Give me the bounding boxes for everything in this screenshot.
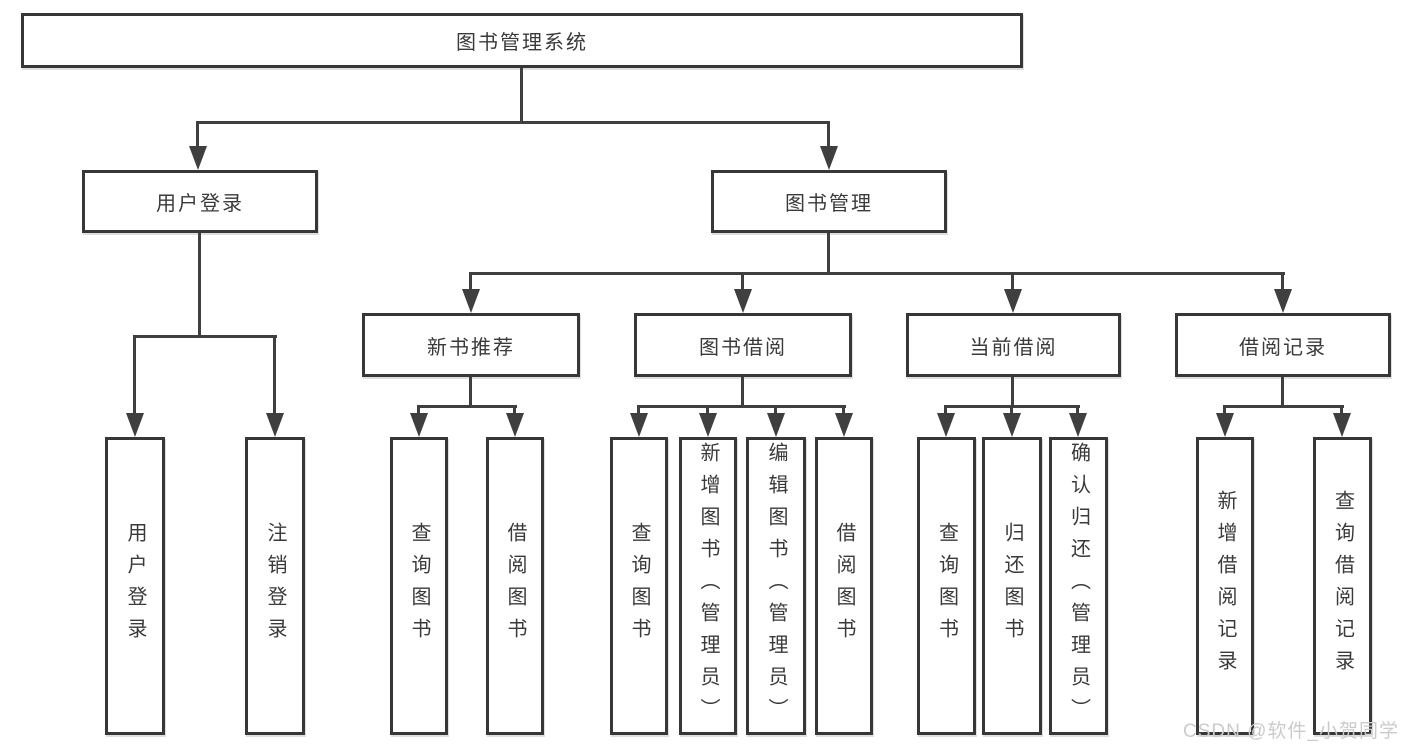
arrowhead-query-borrow-record bbox=[1333, 413, 1351, 437]
connector-new-book-rec-split bbox=[417, 405, 517, 408]
connector-root-split bbox=[196, 121, 830, 124]
connector-drop-query-books-rec bbox=[417, 405, 420, 415]
leaf-query-books-rec: 查询图书 bbox=[390, 437, 448, 735]
connector-book-borrow-split bbox=[637, 405, 846, 408]
arrowhead-leaf-user-login bbox=[126, 413, 144, 437]
leaf-query-books-rec-label: 查询图书 bbox=[408, 522, 430, 650]
leaf-add-borrow-record-label: 新增借阅记录 bbox=[1214, 490, 1236, 682]
connector-drop-confirm-return bbox=[1076, 405, 1079, 415]
connector-drop-borrow-books-rec bbox=[513, 405, 516, 415]
connector-drop-edit-books bbox=[774, 405, 777, 415]
connector-borrow-records-stem bbox=[1281, 377, 1284, 407]
arrowhead-return-books bbox=[1003, 413, 1021, 437]
connector-user-login-split bbox=[133, 335, 277, 338]
leaf-query-books-borrow: 查询图书 bbox=[610, 437, 668, 735]
node-user-login-label: 用户登录 bbox=[156, 193, 244, 215]
connector-drop-query-borrow-record bbox=[1340, 405, 1343, 415]
node-book-borrow: 图书借阅 bbox=[634, 313, 852, 377]
leaf-user-login: 用户登录 bbox=[105, 437, 165, 735]
arrowhead-user-login bbox=[189, 146, 207, 170]
connector-drop-book-mgmt bbox=[827, 121, 830, 148]
connector-root-stem bbox=[520, 68, 523, 123]
arrowhead-query-books-rec bbox=[410, 413, 428, 437]
leaf-query-borrow-record-label: 查询借阅记录 bbox=[1331, 490, 1354, 682]
connector-drop-leaf-logout bbox=[273, 335, 276, 415]
node-book-mgmt-label: 图书管理 bbox=[785, 193, 873, 215]
leaf-add-borrow-record: 新增借阅记录 bbox=[1196, 437, 1254, 735]
connector-book-borrow-stem bbox=[741, 377, 744, 407]
connector-drop-current-borrow bbox=[1011, 272, 1014, 291]
arrowhead-book-mgmt bbox=[820, 146, 838, 170]
leaf-confirm-return-admin-label: 确认归还（管理员） bbox=[1067, 442, 1090, 730]
node-book-mgmt: 图书管理 bbox=[711, 170, 947, 233]
arrowhead-edit-books bbox=[767, 413, 785, 437]
leaf-logout-label: 注销登录 bbox=[264, 522, 286, 650]
leaf-query-books-borrow-label: 查询图书 bbox=[628, 522, 650, 650]
connector-drop-query-books-current bbox=[944, 405, 947, 415]
connector-drop-add-books bbox=[706, 405, 709, 415]
leaf-borrow-books-b: 借阅图书 bbox=[815, 437, 873, 735]
arrowhead-add-books bbox=[699, 413, 717, 437]
connector-new-book-rec-stem bbox=[469, 377, 472, 407]
arrowhead-current-borrow bbox=[1004, 289, 1022, 313]
arrowhead-query-books-borrow bbox=[630, 413, 648, 437]
arrowhead-borrow-books-b bbox=[835, 413, 853, 437]
connector-book-mgmt-split bbox=[469, 272, 1285, 275]
leaf-query-books-current: 查询图书 bbox=[917, 437, 976, 735]
node-borrow-records-label: 借阅记录 bbox=[1239, 336, 1327, 359]
leaf-logout: 注销登录 bbox=[245, 437, 305, 735]
node-current-borrow-label: 当前借阅 bbox=[969, 336, 1058, 359]
arrowhead-confirm-return bbox=[1069, 413, 1087, 437]
node-library-system-label: 图书管理系统 bbox=[456, 32, 588, 54]
csdn-watermark: CSDN @软件_小贺同学 bbox=[1183, 721, 1399, 742]
node-current-borrow: 当前借阅 bbox=[906, 313, 1121, 377]
node-book-borrow-label: 图书借阅 bbox=[699, 336, 787, 359]
leaf-borrow-books-rec: 借阅图书 bbox=[486, 437, 544, 735]
connector-drop-book-borrow bbox=[741, 272, 744, 291]
node-new-book-rec-label: 新书推荐 bbox=[427, 336, 515, 359]
leaf-borrow-books-rec-label: 借阅图书 bbox=[504, 522, 526, 650]
arrowhead-borrow-books-rec bbox=[506, 413, 524, 437]
connector-drop-query-books-borrow bbox=[637, 405, 640, 415]
leaf-edit-books-admin: 编辑图书（管理员） bbox=[746, 437, 806, 735]
arrowhead-leaf-logout bbox=[266, 413, 284, 437]
leaf-return-books: 归还图书 bbox=[982, 437, 1042, 735]
node-borrow-records: 借阅记录 bbox=[1175, 313, 1391, 377]
arrowhead-book-borrow bbox=[734, 289, 752, 313]
connector-drop-borrow-records bbox=[1281, 272, 1284, 291]
connector-drop-return-books bbox=[1010, 405, 1013, 415]
leaf-add-books-admin-label: 新增图书（管理员） bbox=[697, 442, 719, 730]
connector-borrow-records-split bbox=[1223, 405, 1344, 408]
connector-drop-borrow-books-b bbox=[842, 405, 845, 415]
connector-drop-user-login bbox=[196, 121, 199, 148]
leaf-edit-books-admin-label: 编辑图书（管理员） bbox=[765, 442, 787, 730]
leaf-user-login-label: 用户登录 bbox=[124, 522, 146, 650]
connector-drop-leaf-user-login bbox=[133, 335, 136, 415]
arrowhead-new-book-rec bbox=[462, 289, 480, 313]
leaf-add-books-admin: 新增图书（管理员） bbox=[679, 437, 737, 735]
connector-drop-new-book-rec bbox=[469, 272, 472, 291]
leaf-query-borrow-record: 查询借阅记录 bbox=[1313, 437, 1372, 735]
connector-user-login-stem bbox=[198, 233, 201, 337]
connector-book-mgmt-stem bbox=[827, 233, 830, 274]
arrowhead-add-borrow-record bbox=[1216, 413, 1234, 437]
connector-drop-add-borrow-record bbox=[1223, 405, 1226, 415]
connector-current-borrow-stem bbox=[1011, 377, 1014, 407]
leaf-borrow-books-b-label: 借阅图书 bbox=[833, 522, 855, 650]
arrowhead-query-books-current bbox=[937, 413, 955, 437]
node-new-book-rec: 新书推荐 bbox=[362, 313, 580, 377]
node-library-system: 图书管理系统 bbox=[21, 13, 1023, 68]
leaf-return-books-label: 归还图书 bbox=[1001, 522, 1023, 650]
node-user-login: 用户登录 bbox=[82, 170, 318, 233]
leaf-confirm-return-admin: 确认归还（管理员） bbox=[1049, 437, 1108, 735]
leaf-query-books-current-label: 查询图书 bbox=[935, 522, 958, 650]
arrowhead-borrow-records bbox=[1274, 289, 1292, 313]
